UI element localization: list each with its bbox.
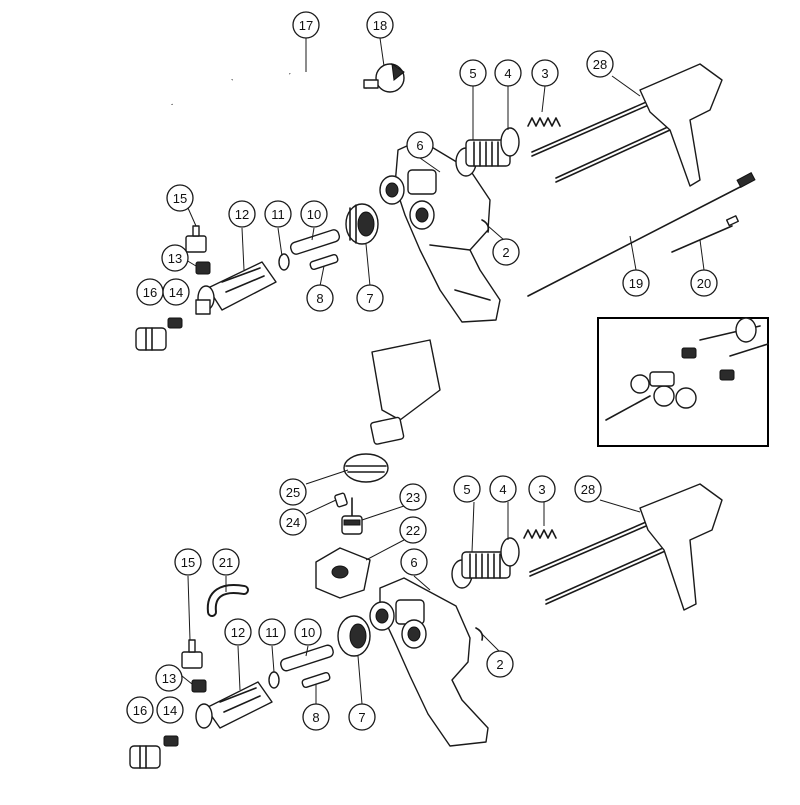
callout-bottom-12: 12 (231, 625, 245, 640)
part-25-cupnut (343, 453, 389, 483)
callout-bottom-5: 5 (463, 482, 470, 497)
callout-top-20: 20 (697, 276, 711, 291)
callout-top-7: 7 (366, 291, 373, 306)
part-28-lever-b (529, 483, 723, 611)
part-3-spring (527, 117, 561, 127)
bottom-callouts: 25 5 4 3 28 24 23 22 6 15 21 12 11 10 2 … (126, 469, 641, 731)
callout-top-28: 28 (593, 57, 607, 72)
top-assembly: 17 18 5 4 3 28 6 15 12 11 10 2 13 7 16 1… (135, 11, 756, 351)
part-21-elbow (206, 584, 249, 617)
part-cup (370, 339, 441, 445)
part-6-gun-body-b (379, 577, 489, 747)
part-13-fitting (195, 261, 211, 275)
part-4-5-barrel-b (451, 537, 520, 589)
callout-bottom-8: 8 (312, 710, 319, 725)
part-4-5-barrel (455, 127, 520, 177)
part-16-connector (135, 327, 167, 351)
callout-bottom-2: 2 (496, 657, 503, 672)
part-8-pin (309, 253, 339, 271)
part-11-oring (278, 253, 290, 271)
callout-top-19: 19 (629, 276, 643, 291)
callout-top-16: 16 (143, 285, 157, 300)
callout-top-5: 5 (469, 66, 476, 81)
top-callouts: 17 18 5 4 3 28 6 15 12 11 10 2 13 7 16 1… (136, 11, 718, 312)
part-23-fitting (341, 497, 363, 535)
callout-bottom-4: 4 (499, 482, 506, 497)
callout-bottom-10: 10 (301, 625, 315, 640)
part-20-needle (671, 215, 739, 253)
part-10-tube (289, 229, 341, 255)
callout-top-10: 10 (307, 207, 321, 222)
part-6-gun-body (394, 139, 501, 323)
part-14-fitting-b (163, 735, 179, 747)
callout-bottom-16: 16 (133, 703, 147, 718)
part-8-pin-b (301, 671, 331, 689)
part-12-cylinder (195, 261, 277, 315)
part-15-valve-b (181, 639, 203, 669)
part-3-spring-b (523, 529, 557, 539)
part-11-oring-b (268, 671, 280, 689)
part-28-lever (531, 63, 723, 187)
part-17-tube (170, 73, 367, 152)
callout-top-14: 14 (169, 285, 183, 300)
callout-top-17: 17 (299, 18, 313, 33)
callout-bottom-23: 23 (406, 490, 420, 505)
callout-top-15: 15 (173, 191, 187, 206)
inset-detail (597, 317, 769, 447)
callout-top-3: 3 (541, 66, 548, 81)
callout-bottom-25: 25 (286, 485, 300, 500)
body-rings-b (369, 601, 427, 649)
callout-bottom-14: 14 (163, 703, 177, 718)
callout-top-6: 6 (416, 138, 423, 153)
callout-top-12: 12 (235, 207, 249, 222)
part-18-bulb (363, 62, 405, 93)
part-12-cylinder-b (195, 681, 273, 729)
callout-top-4: 4 (504, 66, 511, 81)
part-15-valve (185, 225, 207, 253)
callout-bottom-21: 21 (219, 555, 233, 570)
part-16-connector-b (129, 745, 161, 769)
callout-top-2: 2 (502, 245, 509, 260)
callout-bottom-28: 28 (581, 482, 595, 497)
part-7-nut-b (337, 615, 371, 657)
callout-bottom-24: 24 (286, 515, 300, 530)
callout-bottom-13: 13 (162, 671, 176, 686)
callout-bottom-3: 3 (538, 482, 545, 497)
callout-top-8: 8 (316, 291, 323, 306)
bottom-assembly: 25 5 4 3 28 24 23 22 6 15 21 12 11 10 2 … (126, 339, 723, 769)
part-2-clip-b (475, 627, 484, 641)
part-22-valve-block (315, 547, 371, 599)
part-24-small (334, 492, 348, 508)
callout-bottom-6: 6 (410, 555, 417, 570)
part-13-fitting-b (191, 679, 207, 693)
part-2-clip (481, 219, 490, 233)
part-19-rod (527, 172, 756, 297)
callout-bottom-15: 15 (181, 555, 195, 570)
callout-bottom-22: 22 (406, 523, 420, 538)
callout-top-11: 11 (271, 207, 285, 222)
callout-top-13: 13 (168, 251, 182, 266)
body-rings (379, 175, 435, 230)
part-10-tube-b (280, 644, 334, 672)
callout-bottom-11: 11 (265, 625, 279, 640)
callout-bottom-7: 7 (358, 710, 365, 725)
callout-top-18: 18 (373, 18, 387, 33)
part-14-fitting (167, 317, 183, 329)
part-7-nut (345, 203, 379, 245)
